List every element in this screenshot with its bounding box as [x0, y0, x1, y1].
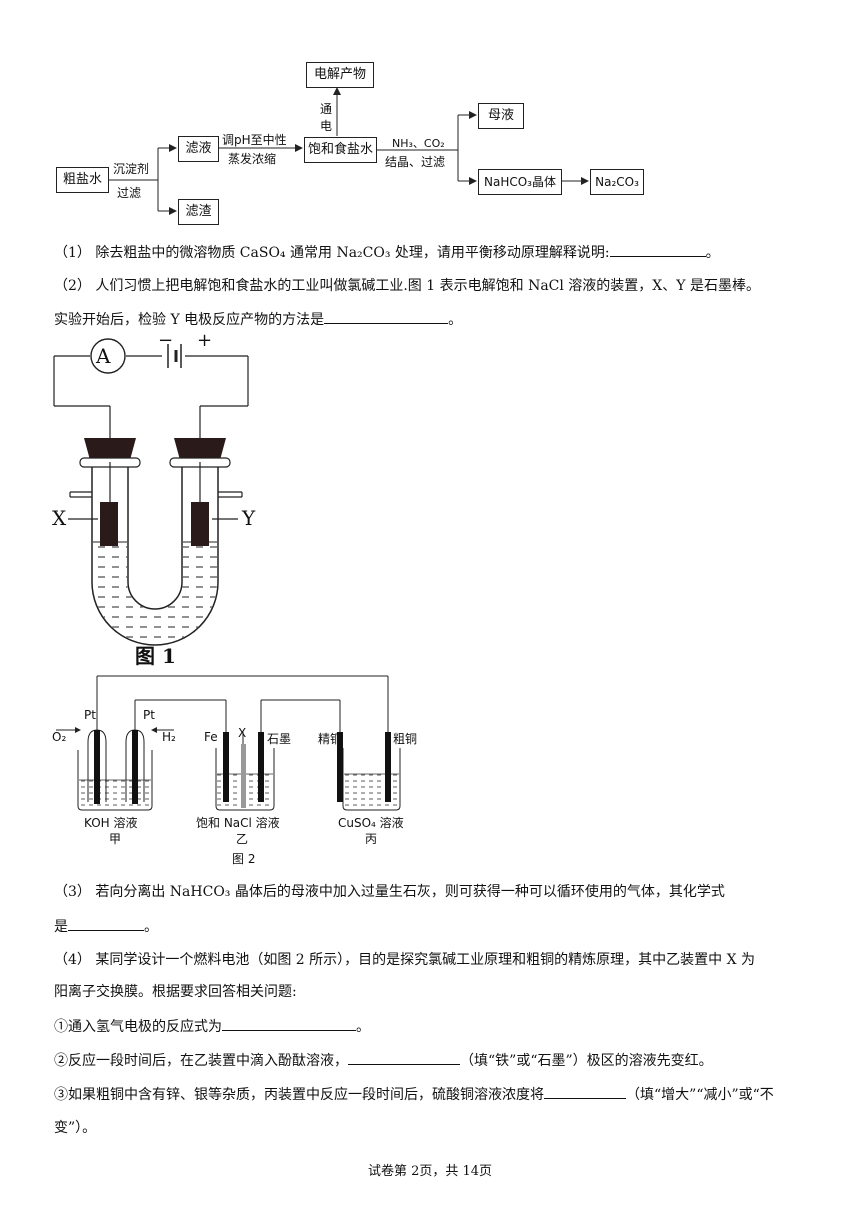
fe-label: Fe — [204, 730, 218, 744]
yi-label: 乙 — [236, 832, 249, 846]
mother-liquor-box: 母液 — [478, 103, 524, 129]
nh3-co2-label: NH₃、CO₂ — [392, 137, 445, 150]
electrolysis-product-box: 电解产物 — [306, 62, 374, 88]
membrane-x-label: X — [238, 726, 247, 740]
figure-2-diagram — [56, 675, 401, 811]
electrode-x-label: X — [52, 506, 67, 530]
question-4-3-end: （填“增大”“减小”或“不 — [626, 1087, 774, 1103]
cuso4-label: CuSO₄ 溶液 — [338, 816, 404, 830]
battery-minus-label: − — [158, 330, 174, 351]
question-2-line-1: （2） 人们习惯上把电解饱和食盐水的工业叫做氯碱工业.图 1 表示电解饱和 Na… — [54, 278, 760, 294]
energize-label-1: 通 — [320, 102, 333, 116]
jia-label: 甲 — [109, 832, 122, 846]
answer-blank-3[interactable] — [68, 916, 144, 931]
pt-left-label: Pt — [84, 708, 96, 722]
figure-1-caption: 图 1 — [135, 644, 176, 668]
filter-label: 过滤 — [117, 186, 142, 200]
na2co3-box: Na₂CO₃ — [590, 169, 644, 195]
crystallize-filter-label: 结晶、过滤 — [385, 155, 446, 169]
answer-blank-2[interactable] — [324, 309, 449, 324]
answer-blank-4-2[interactable] — [348, 1050, 460, 1065]
raw-brine-box: 粗盐水 — [56, 167, 109, 193]
question-1: （1） 除去粗盐中的微溶物质 CaSO₄ 通常用 Na₂CO₃ 处理，请用平衡移… — [54, 242, 720, 263]
saturated-brine-box: 饱和食盐水 — [304, 137, 377, 163]
question-4-1: ①通入氢气电极的反应式为 。 — [54, 1016, 370, 1037]
nacl-label: 饱和 NaCl 溶液 — [196, 816, 280, 830]
nahco3-crystal-box: NaHCO₃晶体 — [478, 169, 562, 195]
evaporate-label: 蒸发浓缩 — [228, 152, 277, 166]
figure-2-caption: 图 2 — [232, 852, 256, 866]
koh-label: KOH 溶液 — [84, 816, 138, 830]
electrode-y-label: Y — [242, 506, 256, 530]
question-4-2-text: ②反应一段时间后，在乙装置中滴入酚酞溶液， — [54, 1053, 348, 1069]
question-4-3-line-2: 变”）。 — [54, 1120, 97, 1136]
adjust-ph-label: 调pH至中性 — [222, 133, 287, 147]
graphite-label: 石墨 — [267, 732, 292, 746]
question-4-1-text: ①通入氢气电极的反应式为 — [54, 1019, 222, 1035]
flowchart-arrows — [107, 87, 589, 215]
refined-copper-label: 精铜 — [318, 732, 343, 746]
question-1-end: 。 — [705, 245, 720, 261]
battery-plus-label: + — [197, 330, 213, 351]
question-4-line-1: （4） 某同学设计一个燃料电池（如图 2 所示），目的是探究氯碱工业原理和粗铜的… — [54, 952, 756, 968]
question-1-text: （1） 除去粗盐中的微溶物质 CaSO₄ 通常用 Na₂CO₃ 处理，请用平衡移… — [54, 245, 610, 261]
question-3-end: 。 — [144, 919, 158, 935]
answer-blank-4-1[interactable] — [222, 1016, 356, 1031]
question-3-line-2: 是。 — [54, 916, 158, 937]
filtrate-box: 滤液 — [178, 136, 219, 162]
h2-label: H₂ — [162, 730, 176, 744]
page-footer: 试卷第 2页，共 14页 — [367, 1164, 493, 1179]
answer-blank-1[interactable] — [609, 242, 706, 257]
ammeter-label: A — [96, 344, 111, 368]
question-4-1-end: 。 — [356, 1019, 370, 1035]
crude-copper-label: 粗铜 — [393, 732, 418, 746]
question-2-end: 。 — [448, 312, 463, 328]
question-3-line-1: （3） 若向分离出 NaHCO₃ 晶体后的母液中加入过量生石灰，则可获得一种可以… — [54, 884, 725, 900]
question-3-text: 是 — [54, 919, 68, 935]
o2-label: O₂ — [52, 730, 67, 744]
question-4-2: ②反应一段时间后，在乙装置中滴入酚酞溶液， （填“铁”或“石墨”）极区的溶液先变红… — [54, 1050, 713, 1071]
precipitant-label: 沉淀剂 — [113, 162, 150, 176]
question-4-2-end: （填“铁”或“石墨”）极区的溶液先变红。 — [460, 1053, 713, 1069]
energize-label-2: 电 — [320, 119, 333, 133]
pt-right-label: Pt — [143, 708, 155, 722]
question-2-line-2: 实验开始后，检验 Y 电极反应产物的方法是 。 — [54, 309, 462, 330]
question-4-line-2: 阳离子交换膜。根据要求回答相关问题: — [54, 984, 297, 1000]
question-2-text: 实验开始后，检验 Y 电极反应产物的方法是 — [54, 312, 325, 328]
figure-1-diagram — [53, 338, 249, 646]
question-4-3: ③如果粗铜中含有锌、银等杂质，丙装置中反应一段时间后，硫酸铜溶液浓度将 （填“增大… — [54, 1084, 774, 1105]
answer-blank-4-3[interactable] — [544, 1084, 626, 1099]
question-4-3-text: ③如果粗铜中含有锌、银等杂质，丙装置中反应一段时间后，硫酸铜溶液浓度将 — [54, 1087, 544, 1103]
bing-label: 丙 — [365, 832, 378, 846]
residue-box: 滤渣 — [178, 199, 219, 225]
